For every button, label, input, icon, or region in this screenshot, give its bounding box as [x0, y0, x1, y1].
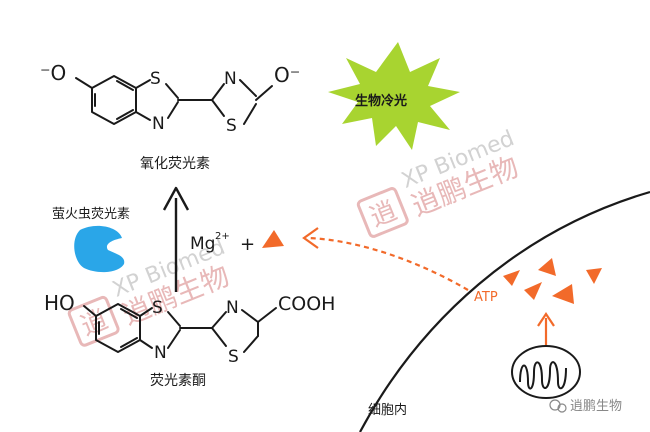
luciferin-right-group: COOH [278, 293, 335, 315]
oxyluciferin-n1: N [152, 114, 165, 134]
wechat-icon-bubble [557, 403, 567, 413]
atp-transport-arrow [307, 236, 469, 291]
benzene-double-bond [116, 80, 134, 91]
credit-text: 逍鹏生物 [570, 399, 622, 414]
bond [243, 103, 257, 125]
luciferin-left-group: HO [44, 291, 75, 315]
atp-triangle-icon [503, 270, 520, 286]
bond [135, 111, 151, 121]
atp-transport-arrowhead [302, 227, 319, 249]
atp-triangle-icon [552, 284, 574, 304]
cell-inside-label: 细胞内 [368, 402, 407, 418]
light-burst-label: 生物冷光 [355, 93, 407, 109]
luciferin-structure [83, 303, 277, 353]
magnesium-charge: 2+ [215, 231, 230, 242]
atp-triangle-icon [586, 268, 602, 284]
bond [139, 339, 153, 349]
atp-triangle-icon [524, 282, 542, 300]
bond [139, 307, 153, 317]
oxyluciferin-s1: S [150, 69, 161, 89]
luciferin-n2: N [226, 298, 239, 318]
bond [135, 79, 151, 89]
oxyluciferin-structure [75, 75, 273, 125]
bond [211, 327, 227, 347]
bond [211, 83, 225, 101]
bond [167, 101, 179, 119]
plus-sign: + [240, 234, 255, 255]
magnesium-symbol: Mg [190, 234, 215, 254]
bond [239, 79, 257, 97]
bond [167, 311, 181, 327]
bond [257, 307, 277, 323]
reaction-arrow-head [162, 186, 190, 211]
bond [243, 335, 259, 353]
luciferin-name: 荧光素酮 [150, 372, 206, 389]
watermark-seal-box [67, 295, 120, 347]
benzene-ring [91, 75, 137, 125]
luciferin-s1: S [152, 298, 163, 318]
oxyluciferin-left-group: ⁻O [40, 61, 66, 85]
atp-label: ATP [474, 290, 498, 305]
bond [211, 99, 225, 117]
atp-output-arrowhead [537, 312, 555, 327]
luciferin-s2: S [228, 347, 239, 367]
benzene-double-bond [120, 337, 138, 348]
bond [83, 305, 97, 317]
atp-triangle-icon [262, 230, 284, 248]
bond [165, 83, 179, 99]
oxyluciferin-name: 氧化荧光素 [140, 155, 210, 172]
cell-membrane [359, 190, 650, 432]
enzyme-label: 萤火虫荧光素 [52, 207, 130, 222]
bond [211, 311, 227, 329]
bond [255, 85, 273, 101]
credit: 逍鹏生物 [549, 399, 622, 414]
bond [241, 309, 259, 323]
oxyluciferin-s2: S [226, 116, 237, 136]
atp-triangle-icon [538, 258, 556, 276]
oxyluciferin-n2: N [224, 69, 237, 89]
benzene-double-bond [116, 109, 134, 120]
mitochondrion-icon [511, 345, 581, 399]
watermark-seal-box [356, 187, 409, 238]
enzyme-blob-icon [74, 225, 125, 273]
light-burst [328, 42, 460, 150]
benzene-double-bond [120, 308, 138, 319]
luciferin-n1: N [154, 343, 167, 363]
oxyluciferin-right-group: O⁻ [274, 63, 300, 87]
bond [167, 329, 181, 349]
bond [75, 77, 93, 89]
